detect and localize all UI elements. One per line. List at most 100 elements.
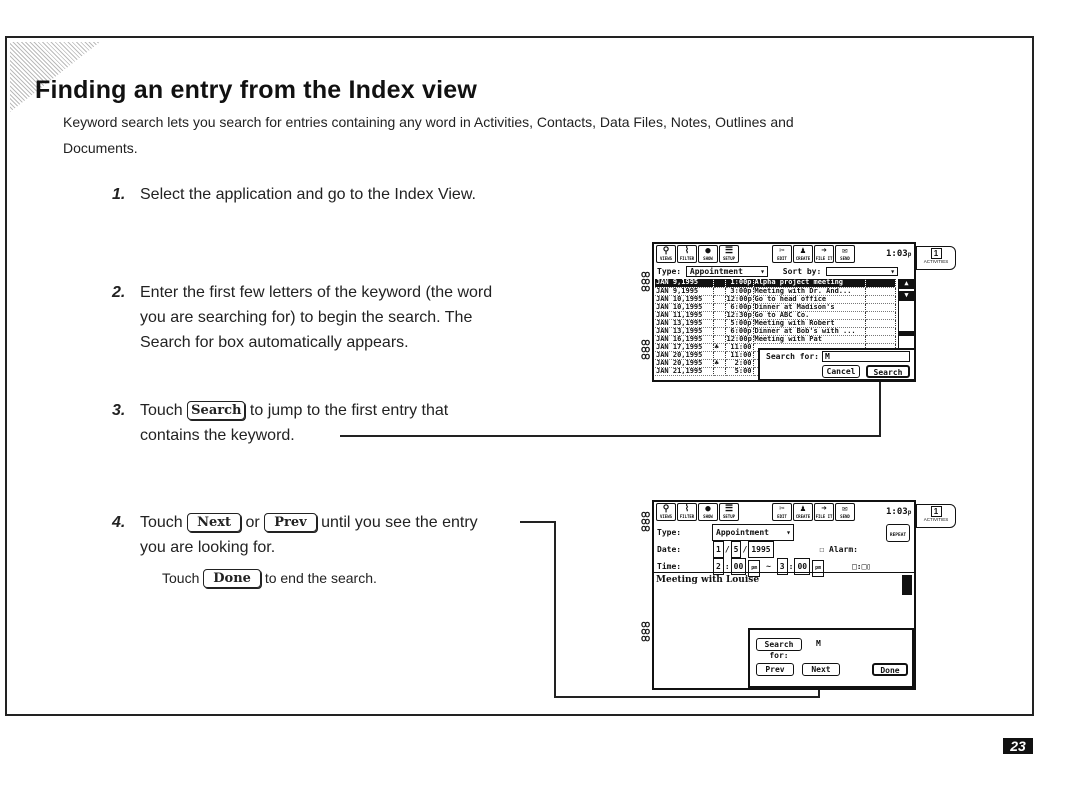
toolbar-button-edit[interactable]: ✂EDIT — [772, 245, 792, 263]
text: to jump to the first entry that — [249, 402, 449, 419]
toolbar-button-views[interactable]: ⚲VIEWS — [656, 245, 676, 263]
step-number: 2. — [112, 284, 126, 301]
search-button[interactable]: Search — [866, 365, 910, 378]
cancel-button[interactable]: Cancel — [822, 365, 860, 378]
time: 1:03 — [886, 249, 908, 259]
filter-icon: ⌇ — [684, 246, 690, 256]
month-field[interactable]: 1 — [713, 541, 724, 558]
done-button-illustration: Done — [203, 569, 261, 588]
toolbar-label: SHOW — [703, 514, 713, 519]
search-input[interactable]: M — [822, 351, 910, 362]
sort-select[interactable]: ▾ — [826, 267, 899, 276]
send-icon: ✉ — [842, 246, 848, 256]
cell-time: 11:00 — [725, 351, 754, 360]
folder-icon: ➜ — [821, 246, 827, 256]
start-ampm[interactable]: pm — [748, 560, 761, 577]
end-minute[interactable]: 00 — [794, 558, 811, 575]
cell-desc: Meeting with Robert — [753, 319, 866, 328]
prev-button[interactable]: Prev — [756, 663, 794, 676]
year-field[interactable]: 1995 — [748, 541, 774, 558]
scroll-thumb[interactable] — [899, 331, 914, 336]
alarm-time-fields[interactable]: □:□▯ — [851, 562, 872, 571]
step-text: you are looking for. — [140, 539, 276, 556]
cell-time: 11:00 — [725, 343, 754, 352]
cell-alarm — [713, 287, 726, 296]
cell-time: 1:00p — [725, 279, 754, 288]
toolbar-button-setup[interactable]: ☰SETUP — [719, 245, 739, 263]
cell-date: JAN 10,1995 — [655, 295, 714, 304]
end-ampm[interactable]: pm — [812, 560, 825, 577]
cell-time: 5:00p — [725, 319, 754, 328]
start-hour[interactable]: 2 — [713, 558, 724, 575]
toolbar-button-send[interactable]: ✉SEND — [835, 503, 855, 521]
type-select[interactable]: Appointment▾ — [712, 524, 794, 541]
toolbar-button-file-it[interactable]: ➜FILE IT — [814, 245, 834, 263]
cell-desc: Meeting with Pat — [753, 335, 866, 344]
search-panel: Search for: M Prev Next Done — [748, 628, 914, 688]
scrollbar[interactable] — [902, 575, 912, 595]
toolbar-button-create[interactable]: ♟CREATE — [793, 245, 813, 263]
note-text: Meeting with Louise — [656, 575, 760, 585]
cell-alarm — [713, 351, 726, 360]
cell-alarm: ♣ — [713, 343, 726, 352]
cell-time: 12:00p — [725, 335, 754, 344]
toolbar-button-show[interactable]: ●SHOW — [698, 245, 718, 263]
search-label: Search for: — [766, 352, 819, 361]
toolbar-button-setup[interactable]: ☰SETUP — [719, 503, 739, 521]
cell-desc: Dinner at Bob's with ... — [753, 327, 866, 336]
type-select[interactable]: Appointment▾ — [685, 266, 768, 277]
day-field[interactable]: 5 — [730, 541, 742, 558]
toolbar-button-filter[interactable]: ⌇FILTER — [677, 245, 697, 263]
repeat-button[interactable]: REPEAT — [886, 524, 910, 542]
type-row: Type: Appointment▾ Sort by: ▾ — [657, 266, 899, 277]
scrollbar[interactable]: ▲ ▼ — [898, 279, 914, 380]
page-number: 23 — [1003, 738, 1033, 754]
next-button[interactable]: Next — [802, 663, 840, 676]
cell-time: 3:00p — [725, 287, 754, 296]
alarm-checkbox[interactable]: ☐ Alarm: — [819, 545, 858, 554]
toolbar-button-file-it[interactable]: ➜FILE IT — [814, 503, 834, 521]
end-hour[interactable]: 3 — [776, 558, 788, 575]
cell-time: 6:00p — [725, 327, 754, 336]
send-icon: ✉ — [842, 504, 848, 514]
folder-icon: ➜ — [821, 504, 827, 514]
cell-alarm — [713, 327, 726, 336]
cell-alarm — [713, 335, 726, 344]
toolbar-button-filter[interactable]: ⌇FILTER — [677, 503, 697, 521]
toolbar-button-create[interactable]: ♟CREATE — [793, 503, 813, 521]
toolbar-label: FILTER — [679, 514, 695, 519]
toolbar-button-edit[interactable]: ✂EDIT — [772, 503, 792, 521]
done-button[interactable]: Done — [872, 663, 908, 676]
cell-date: JAN 9,1995 — [655, 279, 714, 288]
date-label: Date: — [657, 545, 682, 554]
chevron-down-icon: ▾ — [890, 267, 896, 276]
cell-time: 2:00 — [725, 359, 754, 368]
cell-alarm — [713, 303, 726, 312]
search-for-button[interactable]: Search for: — [756, 638, 802, 660]
start-minute[interactable]: 00 — [730, 558, 747, 575]
clock: 1:03p — [886, 507, 911, 517]
scroll-down-icon[interactable]: ▼ — [899, 291, 914, 301]
step-number: 4. — [112, 514, 126, 531]
toolbar-button-send[interactable]: ✉SEND — [835, 245, 855, 263]
page-title: Finding an entry from the Index view — [35, 76, 477, 104]
intro-text: Keyword search lets you search for entri… — [63, 114, 794, 130]
toolbar-button-views[interactable]: ⚲VIEWS — [656, 503, 676, 521]
cell-extra — [865, 303, 896, 312]
scroll-up-icon[interactable]: ▲ — [899, 279, 914, 289]
cell-desc: Dinner at Madison's — [753, 303, 866, 312]
note-area[interactable]: Meeting with Louise — [654, 572, 914, 688]
toolbar-button-show[interactable]: ●SHOW — [698, 503, 718, 521]
cell-time: 12:00p — [725, 295, 754, 304]
